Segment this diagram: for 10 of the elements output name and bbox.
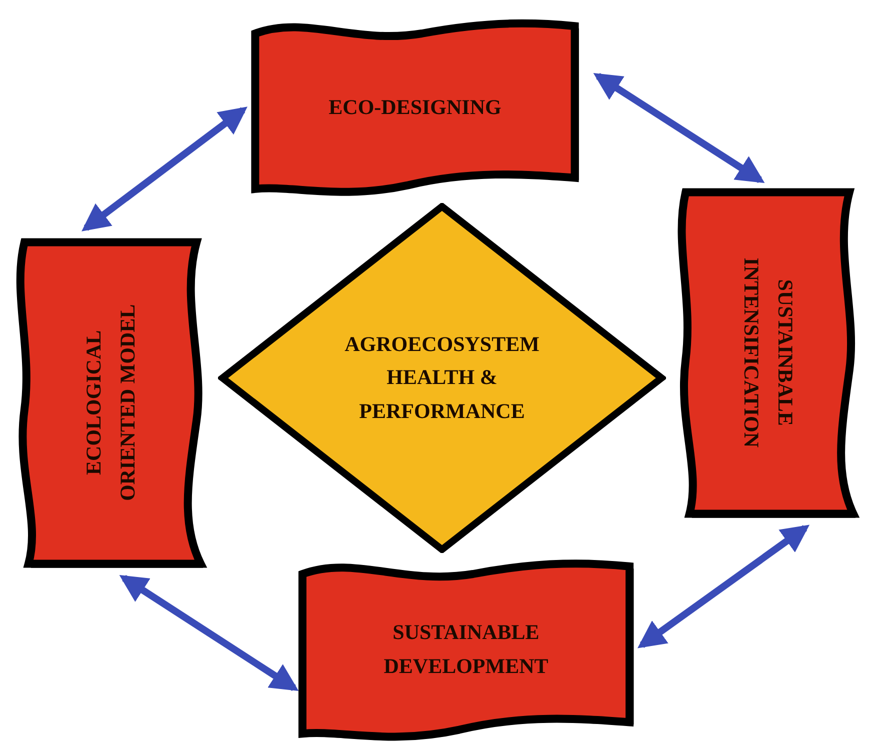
- decision-diamond: [218, 203, 666, 553]
- double-arrow: [593, 72, 765, 184]
- double-arrow: [637, 524, 810, 648]
- node-label: SUSTAINABLE DEVELOPMENT: [382, 619, 550, 680]
- node-label: ECO-DESIGNING: [328, 94, 502, 121]
- node-label: AGROECOSYSTEM HEALTH & PERFORMANCE: [344, 330, 540, 425]
- node-label: SUSTAINBALE INTENSIFICATION: [738, 257, 798, 450]
- node-label: ECOLOGICAL ORIENTED MODEL: [80, 304, 140, 504]
- double-arrow: [82, 106, 248, 232]
- double-arrow: [119, 574, 299, 692]
